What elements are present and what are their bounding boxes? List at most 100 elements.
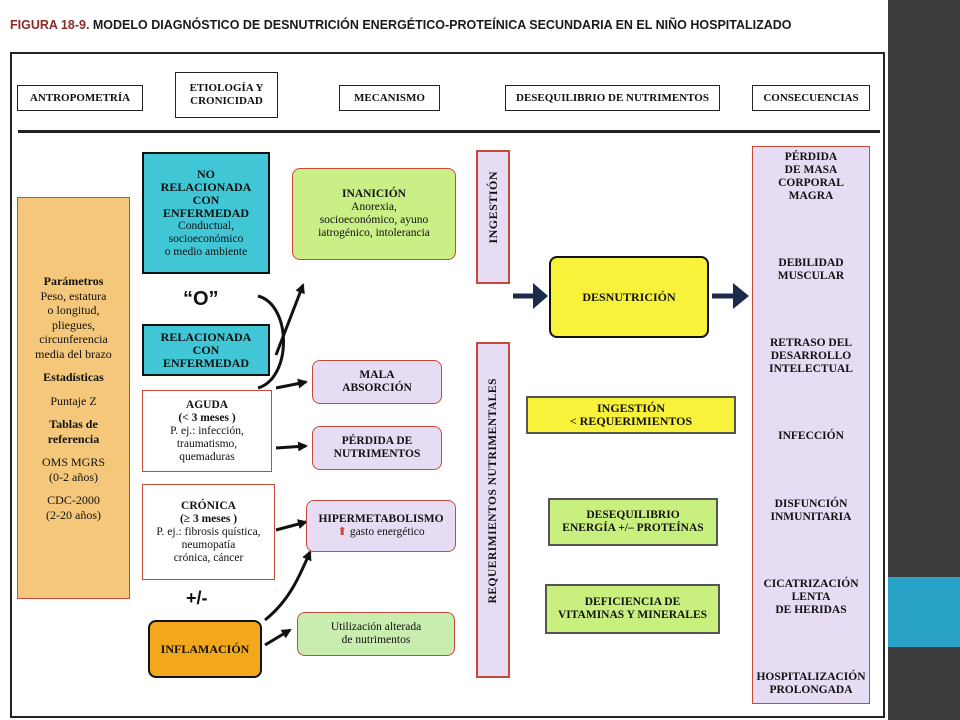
- desequilibrio-ep-line-1: DESEQUILIBRIO: [586, 509, 680, 521]
- ingestion-menor-line-2: < REQUERIMIENTOS: [569, 414, 693, 428]
- consequence-line: DE HERIDAS: [775, 603, 847, 616]
- hipermetabolismo-box: HIPERMETABOLISMO ⬆ gasto energético: [306, 500, 456, 552]
- perdida-line-1: PÉRDIDA DE: [341, 435, 413, 447]
- deficiencia-line-1: DEFICIENCIA DE: [584, 596, 681, 608]
- aguda-detail-1: P. ej.: infección,: [170, 424, 244, 437]
- relacionada-line-3: ENFERMEDAD: [163, 355, 249, 370]
- relacionada-line-1: RELACIONADA: [160, 329, 252, 344]
- perdida-line-2: NUTRIMENTOS: [333, 448, 421, 460]
- up-arrow-icon: ⬆: [337, 526, 347, 538]
- consequence-line: DESARROLLO: [770, 350, 852, 363]
- anthropometry-line: (2-20 años): [46, 507, 101, 522]
- anthropometry-line: Peso, estatura: [40, 288, 107, 303]
- header-consecuencias-label: CONSECUENCIAS: [763, 91, 859, 104]
- arrow-to-hipermetabolismo-from-cronica: [275, 519, 308, 532]
- consequence-line: RETRASO DEL: [769, 337, 853, 350]
- arrow-to-utilizacion: [264, 628, 292, 647]
- ingestion-menor-box: INGESTIÓN < REQUERIMIENTOS: [526, 396, 736, 434]
- no-relacionada-title-1: NO: [197, 166, 215, 181]
- aguda-sub: (< 3 meses ): [178, 411, 236, 424]
- arrow-to-mala-absorcion: [275, 378, 308, 390]
- no-relacionada-detail-2: socioeconómico: [168, 232, 244, 245]
- anthropometry-line: circunferencia: [39, 332, 108, 346]
- hipermetabolismo-title: HIPERMETABOLISMO: [318, 513, 444, 525]
- no-relacionada-title-3: CON: [192, 192, 220, 207]
- aguda-detail-2: traumatismo,: [176, 437, 238, 450]
- consequence-line: HOSPITALIZACIÓN: [756, 670, 866, 683]
- header-desequilibrio-label: DESEQUILIBRIO DE NUTRIMENTOS: [516, 91, 709, 104]
- inanicion-detail-1: Anorexia,: [351, 201, 397, 213]
- header-consecuencias: CONSECUENCIAS: [752, 85, 870, 111]
- consequence-line: DE MASA: [784, 164, 838, 176]
- inflamacion-label: INFLAMACIÓN: [160, 641, 250, 656]
- consequence-line: CORPORAL: [778, 177, 844, 189]
- inanicion-box: INANICIÓN Anorexia, socioeconómico, ayun…: [292, 168, 456, 260]
- cronica-title: CRÓNICA: [181, 499, 236, 512]
- no-relacionada-detail-3: o medio ambiente: [164, 245, 248, 258]
- anthropometry-line: Tablas de: [49, 417, 98, 431]
- header-mecanismo-label: MECANISMO: [354, 91, 425, 104]
- header-antropometria-label: ANTROPOMETRÍA: [29, 91, 131, 104]
- anthropometry-line: pliegues,: [52, 317, 95, 332]
- anthropometry-line: o longitud,: [47, 303, 100, 317]
- utilizacion-line-1: Utilización alterada: [330, 621, 422, 633]
- anthropometry-line: OMS MGRS: [41, 455, 106, 469]
- hipermetabolismo-detail: gasto energético: [349, 526, 425, 538]
- cronica-box: CRÓNICA (≥ 3 meses ) P. ej.: fibrosis qu…: [142, 484, 275, 580]
- no-relacionada-detail-1: Conductual,: [178, 219, 234, 232]
- anthropometry-line: media del brazo: [35, 346, 112, 361]
- inanicion-title: INANICIÓN: [342, 188, 406, 200]
- desequilibrio-ep-line-2: ENERGÍA +/– PROTEÍNAS: [562, 522, 704, 534]
- relacionada-line-2: CON: [192, 342, 220, 357]
- header-mecanismo: MECANISMO: [339, 85, 440, 111]
- arrow-to-hipermetabolismo-from-inflamacion: [264, 550, 312, 622]
- mala-absorcion-line-1: MALA: [359, 369, 395, 381]
- header-antropometria: ANTROPOMETRÍA: [17, 85, 143, 111]
- mala-absorcion-line-2: ABSORCIÓN: [342, 382, 412, 394]
- inanicion-detail-3: iatrogénico, intolerancia: [318, 227, 430, 239]
- inanicion-detail-2: socioeconómico, ayuno: [319, 214, 429, 226]
- consequence-line: INMUNITARIA: [770, 510, 852, 523]
- consequence-line: LENTA: [791, 590, 831, 603]
- imbalance-bar-gap: [476, 284, 510, 342]
- perdida-box: PÉRDIDA DE NUTRIMENTOS: [312, 426, 442, 470]
- anthropometry-line: (0-2 años): [49, 469, 98, 484]
- no-relacionada-title-4: ENFERMEDAD: [163, 205, 249, 220]
- o-label: “O”: [183, 288, 219, 310]
- consequence-line: INFECCIÓN: [778, 430, 844, 443]
- arrow-to-inanicion: [274, 283, 305, 356]
- requerimientos-vertical-label: REQUERIMIENTOS NUTRIMENTALES: [487, 378, 499, 604]
- utilizacion-line-2: de nutrimentos: [341, 634, 411, 646]
- figure-title-text: MODELO DIAGNÓSTICO DE DESNUTRICIÓN ENERG…: [89, 18, 792, 32]
- inflamacion-box: INFLAMACIÓN: [148, 620, 262, 678]
- cronica-detail-3: crónica, cáncer: [173, 551, 244, 564]
- desequilibrio-ep-box: DESEQUILIBRIO ENERGÍA +/– PROTEÍNAS: [548, 498, 718, 546]
- consequence-line: PÉRDIDA: [784, 151, 838, 163]
- header-etiologia-line1: ETIOLOGÍA Y: [189, 82, 264, 94]
- consequence-line: DEBILIDAD: [778, 257, 844, 270]
- no-relacionada-box: NO RELACIONADA CON ENFERMEDAD Conductual…: [142, 152, 270, 274]
- cronica-sub: (≥ 3 meses ): [179, 512, 238, 525]
- utilizacion-box: Utilización alterada de nutrimentos: [297, 612, 455, 656]
- plus-minus-label: +/-: [186, 588, 208, 608]
- imbalance-bar-divider-top: [476, 282, 510, 284]
- consequence-line: CICATRIZACIÓN: [763, 577, 859, 590]
- consequence-line: PROLONGADA: [769, 683, 853, 696]
- slide-accent-block: [888, 577, 960, 647]
- bracket-connector: [257, 294, 285, 390]
- figure-frame: [10, 52, 885, 718]
- consequence-item: INFECCIÓN: [778, 430, 844, 443]
- desnutricion-label: DESNUTRICIÓN: [582, 289, 676, 304]
- header-desequilibrio: DESEQUILIBRIO DE NUTRIMENTOS: [505, 85, 720, 111]
- requerimientos-vertical-wrap: REQUERIMIENTOS NUTRIMENTALES: [478, 346, 508, 636]
- anthropometry-line: Estadísticas: [43, 370, 104, 384]
- relacionada-box: RELACIONADA CON ENFERMEDAD: [142, 324, 270, 376]
